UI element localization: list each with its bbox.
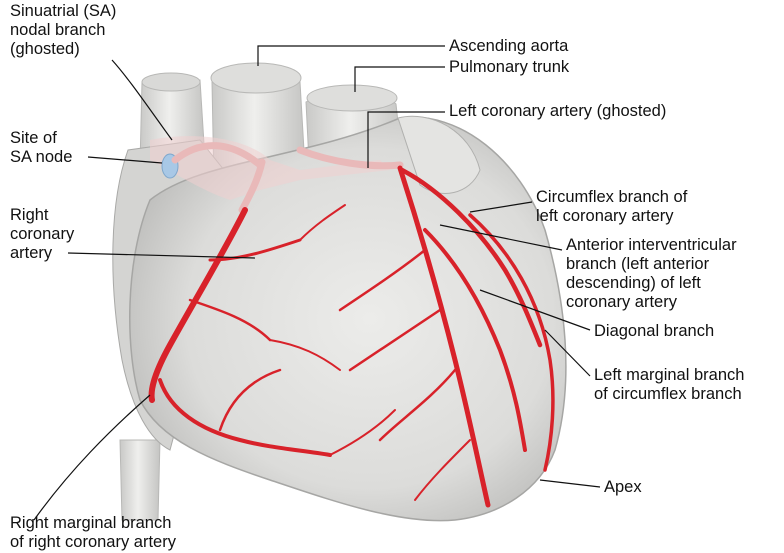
superior-vena-cava-top xyxy=(142,73,200,91)
label-anterior-interventricular-branch: Anterior interventricular branch (left a… xyxy=(566,236,737,312)
label-pulmonary-trunk: Pulmonary trunk xyxy=(449,58,569,77)
heart-body xyxy=(113,116,566,520)
label-sa-nodal-branch: Sinuatrial (SA) nodal branch (ghosted) xyxy=(10,2,116,59)
label-apex: Apex xyxy=(604,478,642,497)
label-left-coronary-artery: Left coronary artery (ghosted) xyxy=(449,102,666,121)
pulmonary-trunk-top xyxy=(307,85,397,111)
label-left-marginal-branch: Left marginal branch of circumflex branc… xyxy=(594,366,744,404)
label-ascending-aorta: Ascending aorta xyxy=(449,37,568,56)
label-right-coronary-artery: Right coronary artery xyxy=(10,206,74,263)
label-circumflex-branch: Circumflex branch of left coronary arter… xyxy=(536,188,687,226)
label-sa-node-site: Site of SA node xyxy=(10,129,72,167)
label-right-marginal-branch: Right marginal branch of right coronary … xyxy=(10,514,176,552)
label-diagonal-branch: Diagonal branch xyxy=(594,322,714,341)
inferior-vena-cava xyxy=(120,440,160,520)
ascending-aorta-top xyxy=(211,63,301,93)
